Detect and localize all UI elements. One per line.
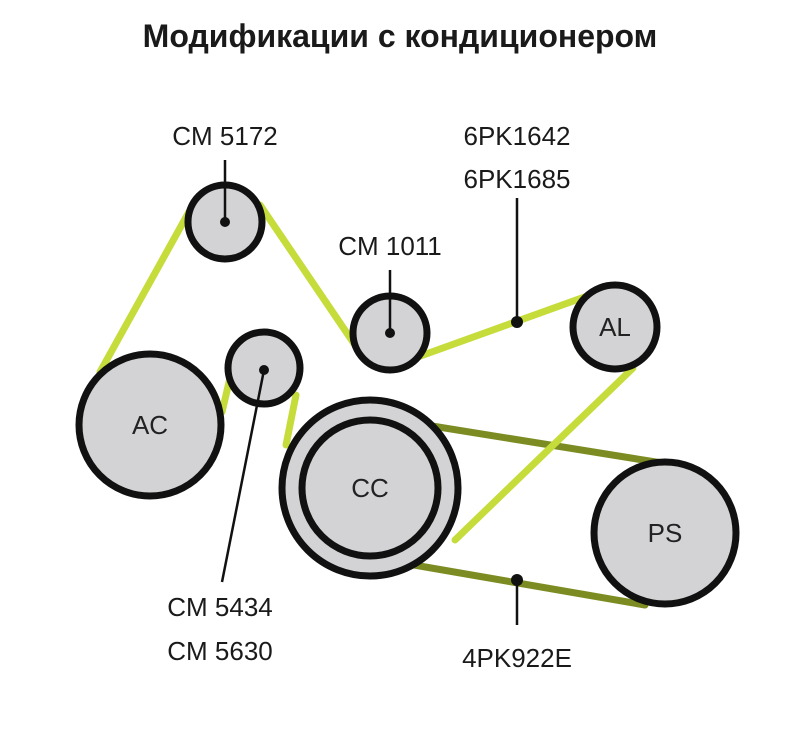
pulley-al [569,281,661,373]
pulley-label-ps: PS [648,518,683,548]
point-dot [511,574,523,586]
label-6pk1685: 6PK1685 [464,164,571,194]
label-cm1011: CM 1011 [338,231,442,261]
label-cm5630: CM 5630 [167,636,273,666]
pulley-ac [75,350,225,500]
point-dot [511,316,523,328]
pulley-cc-inner [298,416,442,560]
point-dot [385,328,395,338]
label-6pk1642: 6PK1642 [464,121,571,151]
diagram-title: Модификации с кондиционером [142,18,658,54]
pulley-ps [590,458,740,608]
point-dot [220,217,230,227]
label-cm5172: CM 5172 [172,121,278,151]
pulley-label-ac: AC [132,410,168,440]
point-dot [259,365,269,375]
leader-lines [220,160,519,625]
label-4pk922e: 4PK922E [462,643,572,673]
label-cm5434: CM 5434 [167,592,273,622]
pulley-label-al: AL [599,312,631,342]
pulley-label-cc: CC [351,473,389,503]
main-belt [96,201,637,544]
